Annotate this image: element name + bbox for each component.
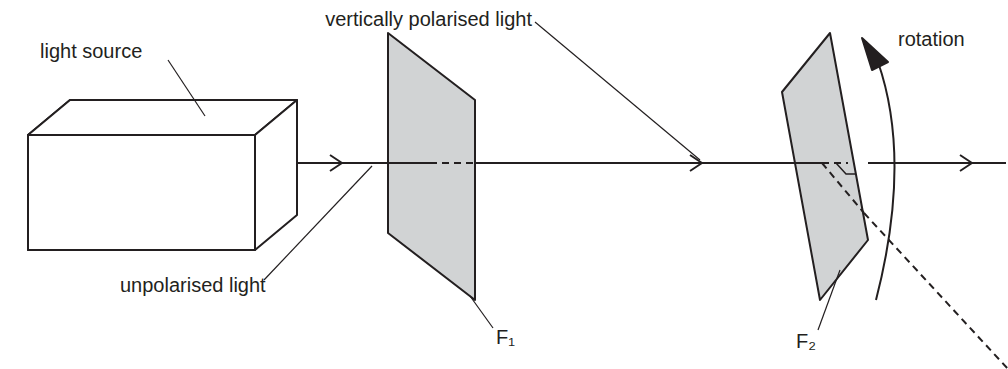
filter-f2 <box>782 33 868 300</box>
beam-hidden <box>822 162 848 164</box>
rotation-arrowhead <box>862 38 888 70</box>
leader-line <box>168 60 205 116</box>
filter-f1 <box>388 33 475 300</box>
source-top-face <box>28 100 297 135</box>
leader-line <box>470 296 493 328</box>
polarising-axis <box>864 213 1008 369</box>
label-text: unpolarised light <box>120 274 266 296</box>
rotation-arc <box>876 62 895 300</box>
light-beam <box>782 162 822 164</box>
polarising-axis <box>822 163 864 213</box>
label-text: F₁ <box>496 326 515 348</box>
label-text: vertically polarised light <box>325 8 532 30</box>
light-beam <box>868 162 1006 164</box>
leader-line <box>264 166 372 280</box>
beam-hidden <box>430 162 475 164</box>
source-side-face <box>255 100 297 250</box>
label-text: rotation <box>898 28 965 50</box>
light-beam <box>388 162 430 164</box>
source-front-face <box>28 135 255 250</box>
beam-arrow <box>330 155 342 171</box>
leader-line <box>535 22 700 160</box>
light-beam <box>475 162 782 164</box>
label-text: light source <box>40 40 142 62</box>
right-angle-mark <box>836 163 856 174</box>
beam-arrow <box>960 155 972 171</box>
label-text: F₂ <box>796 330 816 352</box>
leader-line <box>818 270 840 330</box>
